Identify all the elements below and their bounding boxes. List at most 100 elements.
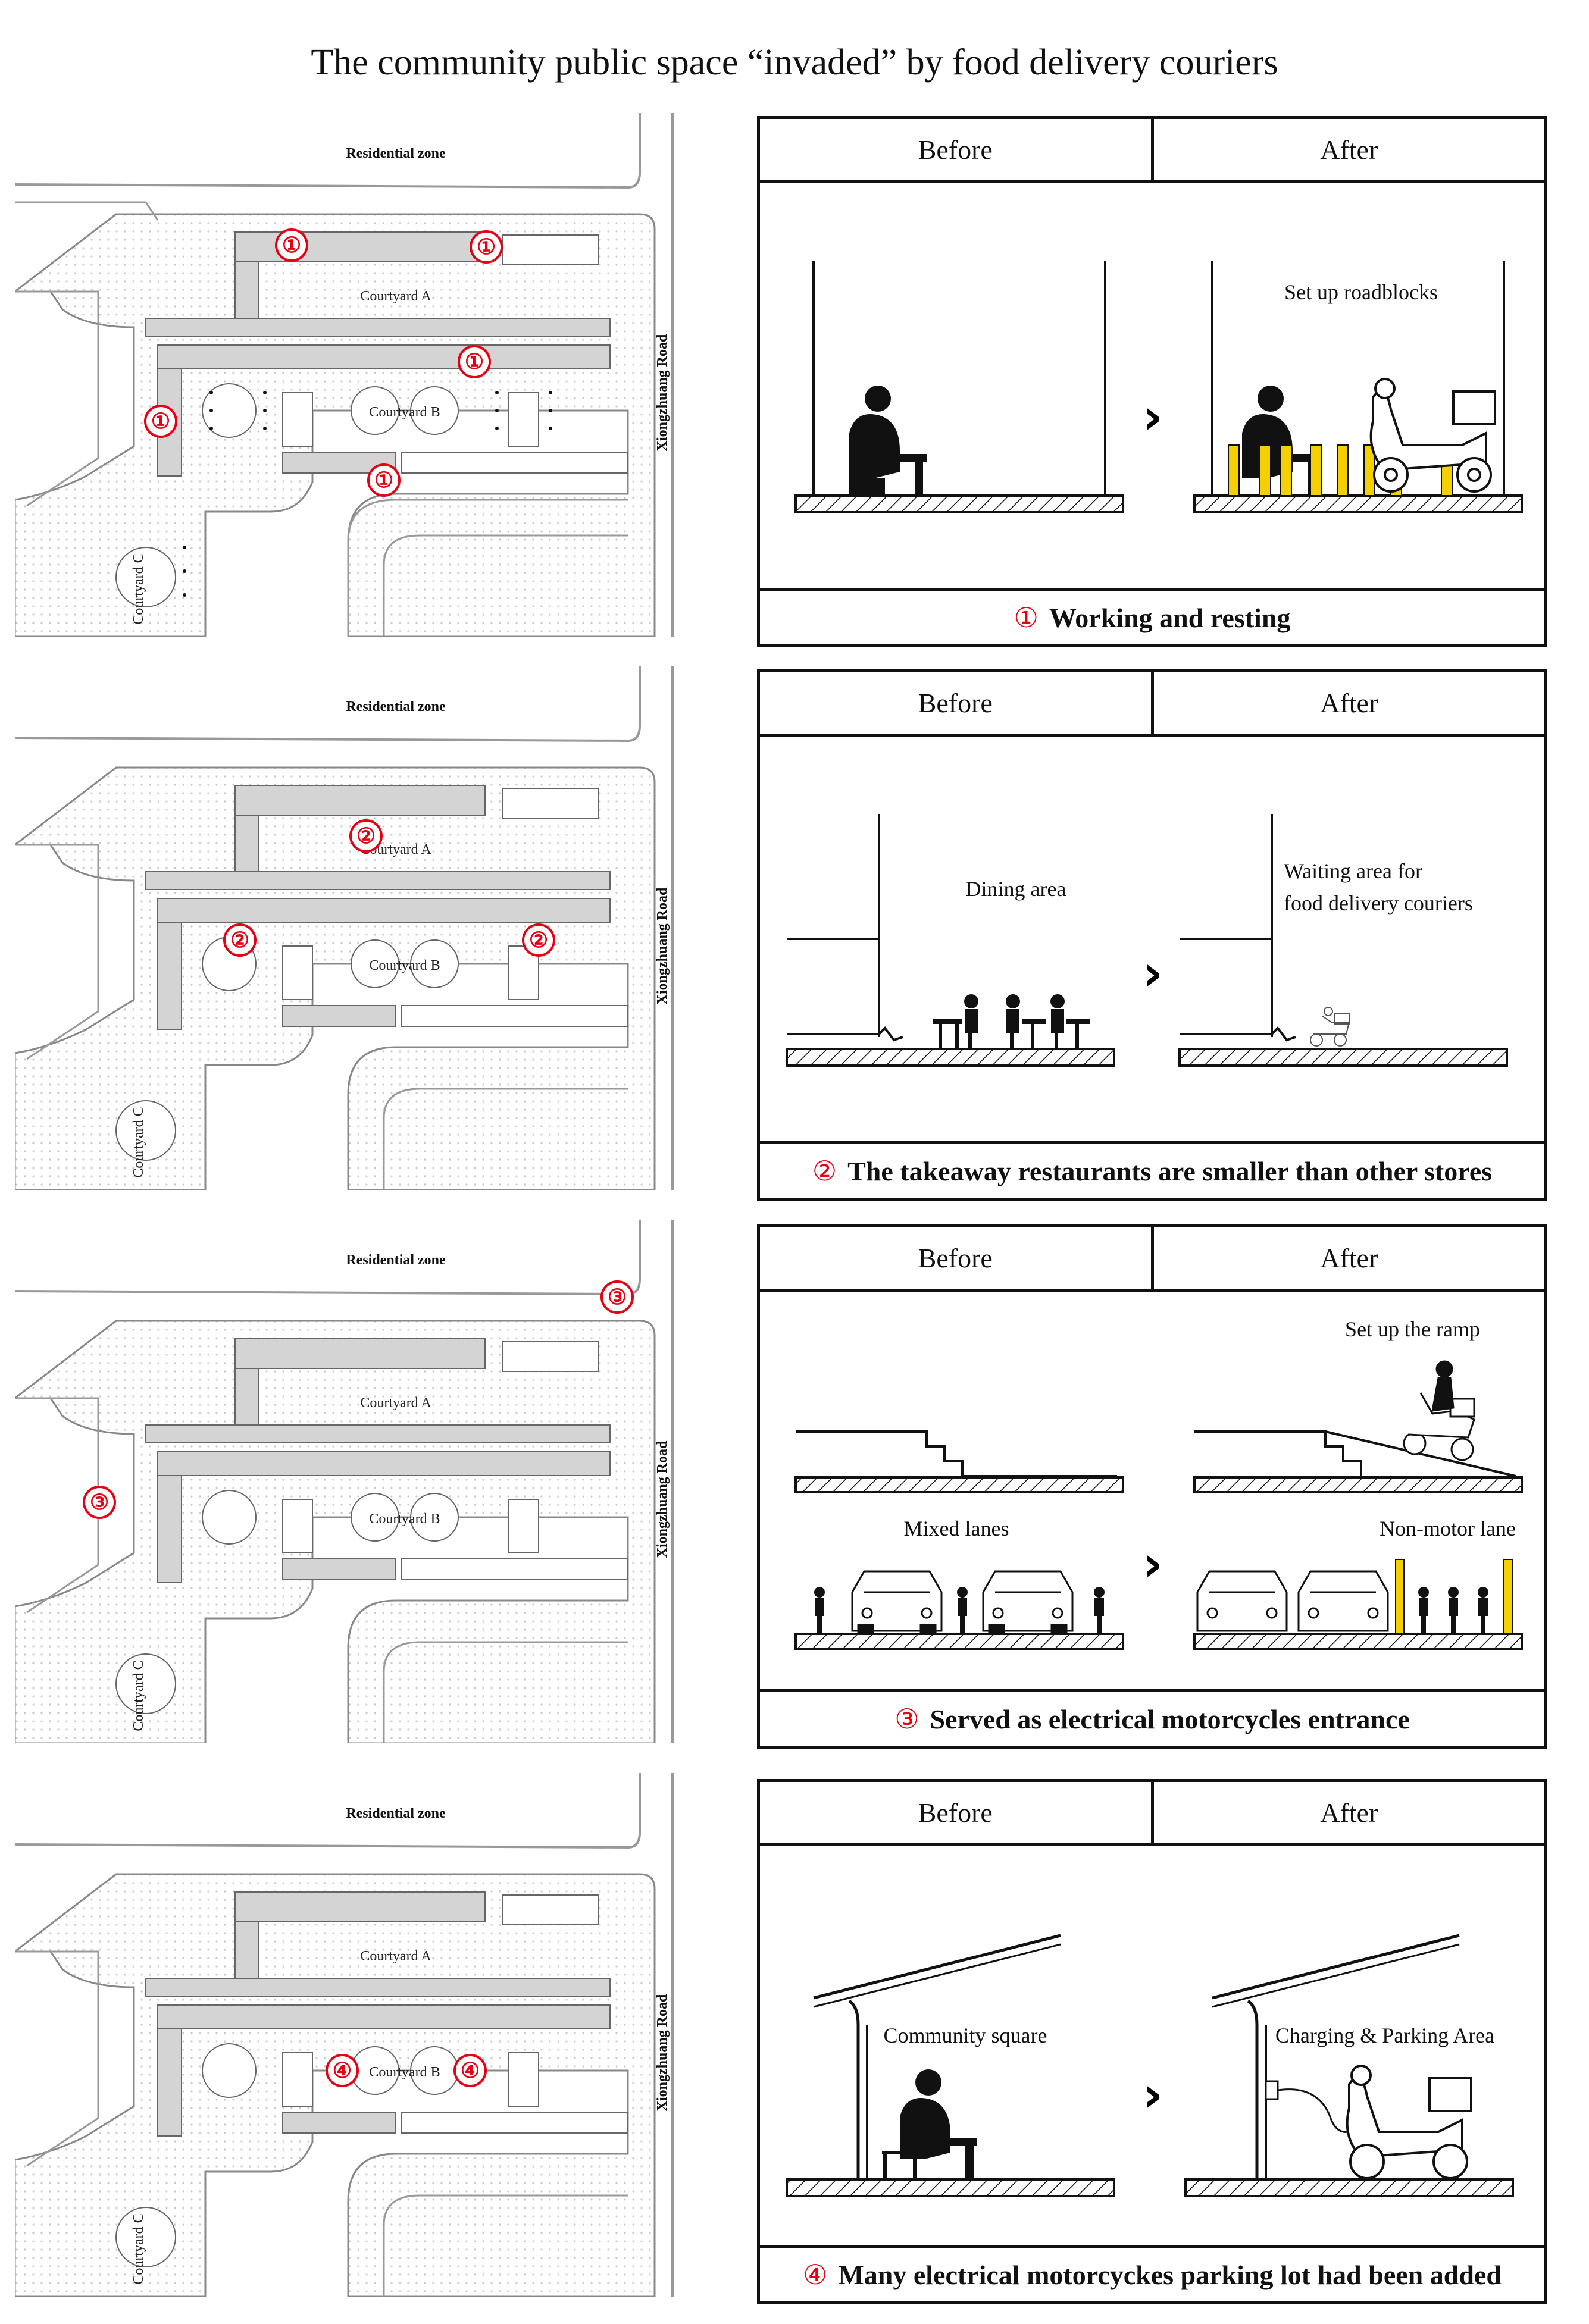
marker: ②	[522, 923, 555, 957]
panel-header: Before After	[760, 1782, 1544, 1846]
map-base	[15, 666, 674, 1190]
marker: ①	[470, 230, 503, 264]
car-icon	[851, 1570, 943, 1635]
marker: ③	[600, 1280, 634, 1314]
panel-illustration: Set up the ramp › Mixed lanes	[760, 1292, 1544, 1692]
svg-text:③: ③	[608, 1285, 627, 1309]
residential-zone-label: Residential zone	[346, 146, 446, 161]
marker: ①	[275, 228, 308, 262]
annotation-label: Non-motor lane	[1380, 1517, 1516, 1540]
residential-zone-label: Residential zone	[346, 1252, 446, 1268]
marker: ②	[223, 923, 257, 957]
after-label: After	[1320, 134, 1378, 165]
map-base	[15, 113, 674, 637]
sitting-person-icon	[849, 386, 927, 496]
svg-text:④: ④	[461, 2058, 480, 2082]
scooter-rider-icon	[1403, 1360, 1475, 1461]
annotation-label: Mixed lanes	[904, 1517, 1009, 1540]
cyclist-icon	[814, 1587, 1105, 1634]
after-label: After	[1320, 688, 1378, 718]
marker: ①	[367, 463, 401, 497]
caption-number: ③	[894, 1704, 919, 1734]
annotation-label: food delivery couriers	[1284, 891, 1473, 915]
car-icon	[982, 1570, 1074, 1635]
panel-4: Before After Community square ›	[757, 1779, 1547, 2304]
car-icon	[1297, 1570, 1389, 1632]
courtyard-c-label: Courtyard C	[131, 1107, 146, 1177]
cyclist-icon	[1418, 1587, 1488, 1634]
svg-text:②: ②	[230, 928, 249, 952]
arrow-right-icon: ›	[1143, 2067, 1163, 2122]
before-label: Before	[760, 1227, 1154, 1289]
caption-text: Served as electrical motorcycles entranc…	[930, 1703, 1410, 1734]
illustration-2: Dining area › Waiting area for food deli…	[786, 814, 1508, 1067]
annotation-label: Waiting area for	[1284, 859, 1422, 883]
panel-illustration: › Set up roadblocks	[760, 183, 1544, 591]
caption-number: ②	[812, 1156, 837, 1186]
svg-text:④: ④	[333, 2058, 352, 2082]
arrow-right-icon: ›	[1143, 389, 1163, 444]
road-label: Xiongzhuang Road	[655, 1994, 670, 2111]
arrow-right-icon: ›	[1143, 1536, 1163, 1592]
annotation-label: Community square	[884, 2024, 1047, 2047]
panel-caption: ② The takeaway restaurants are smaller t…	[760, 1144, 1544, 1198]
panel-header: Before After	[760, 672, 1544, 737]
annotation-label: Dining area	[966, 877, 1066, 901]
svg-text:①: ①	[465, 349, 484, 374]
before-label: Before	[760, 119, 1154, 180]
svg-text:①: ①	[374, 468, 393, 492]
illustration-4: Community square › Charging & Parking Ar…	[786, 1934, 1514, 2197]
site-plan-map-3: Residential zone Courtyard A Courtyard B…	[15, 1220, 674, 1743]
sitting-person-icon	[882, 2069, 977, 2179]
svg-text:①: ①	[477, 234, 496, 259]
panel-3: Before After Set up the ramp › Mixed lan…	[757, 1224, 1547, 1749]
caption-number: ①	[1014, 603, 1039, 633]
svg-text:③: ③	[90, 1490, 109, 1514]
courtyard-a-label: Courtyard A	[360, 1949, 431, 1964]
courtyard-b-label: Courtyard B	[369, 2065, 440, 2080]
residential-zone-label: Residential zone	[346, 699, 446, 715]
courtyard-a-label: Courtyard A	[360, 289, 431, 304]
motorcycle-icon	[1369, 378, 1496, 493]
after-label: After	[1320, 1797, 1378, 1828]
before-label: Before	[760, 1782, 1154, 1843]
illustration-1: › Set up roadblocks	[794, 261, 1523, 513]
site-plan-map-4: Residential zone Courtyard A Courtyard B…	[15, 1773, 674, 2297]
annotation-label: Charging & Parking Area	[1275, 2024, 1494, 2047]
site-plan-map-2: Residential zone Courtyard A Courtyard B…	[15, 666, 674, 1190]
panel-header: Before After	[760, 1227, 1544, 1292]
map-base	[15, 1220, 674, 1743]
panel-header: Before After	[760, 119, 1544, 183]
site-plan-map-1: Residential zone Courtyard A Courtyard B…	[15, 113, 674, 637]
marker: ③	[83, 1486, 116, 1519]
courtyard-b-label: Courtyard B	[369, 1511, 440, 1527]
marker: ①	[458, 345, 491, 378]
svg-text:①: ①	[282, 233, 301, 257]
marker: ①	[144, 405, 177, 438]
motorcycle-icon	[1346, 2065, 1472, 2179]
road-label: Xiongzhuang Road	[655, 334, 670, 451]
panel-2: Before After Dining area › Waiting area …	[757, 669, 1547, 1201]
illustration-3: Set up the ramp › Mixed lanes	[794, 1317, 1523, 1650]
road-label: Xiongzhuang Road	[655, 1440, 670, 1558]
panel-caption: ④ Many electrical motorcyckes parking lo…	[760, 2248, 1544, 2301]
diners-icon	[933, 994, 1090, 1049]
residential-zone-label: Residential zone	[346, 1806, 446, 1821]
panel-illustration: Community square › Charging & Parking Ar…	[760, 1846, 1544, 2248]
marker: ④	[453, 2054, 487, 2087]
svg-text:①: ①	[151, 409, 170, 433]
courtyard-c-label: Courtyard C	[131, 553, 146, 624]
courtyard-b-label: Courtyard B	[369, 958, 440, 973]
svg-text:②: ②	[356, 823, 376, 848]
panel-caption: ① Working and resting	[760, 591, 1544, 644]
map-base	[15, 1773, 674, 2297]
annotation-label: Set up roadblocks	[1284, 280, 1438, 304]
road-label: Xiongzhuang Road	[655, 887, 670, 1004]
svg-text:②: ②	[529, 928, 548, 952]
panel-illustration: Dining area › Waiting area for food deli…	[760, 737, 1544, 1144]
marker: ④	[326, 2054, 359, 2087]
panel-1: Before After ›	[757, 116, 1547, 647]
caption-text: The takeaway restaurants are smaller tha…	[847, 1155, 1493, 1186]
car-icon	[1196, 1570, 1288, 1632]
courier-motorcycles-icon	[1310, 1007, 1350, 1047]
